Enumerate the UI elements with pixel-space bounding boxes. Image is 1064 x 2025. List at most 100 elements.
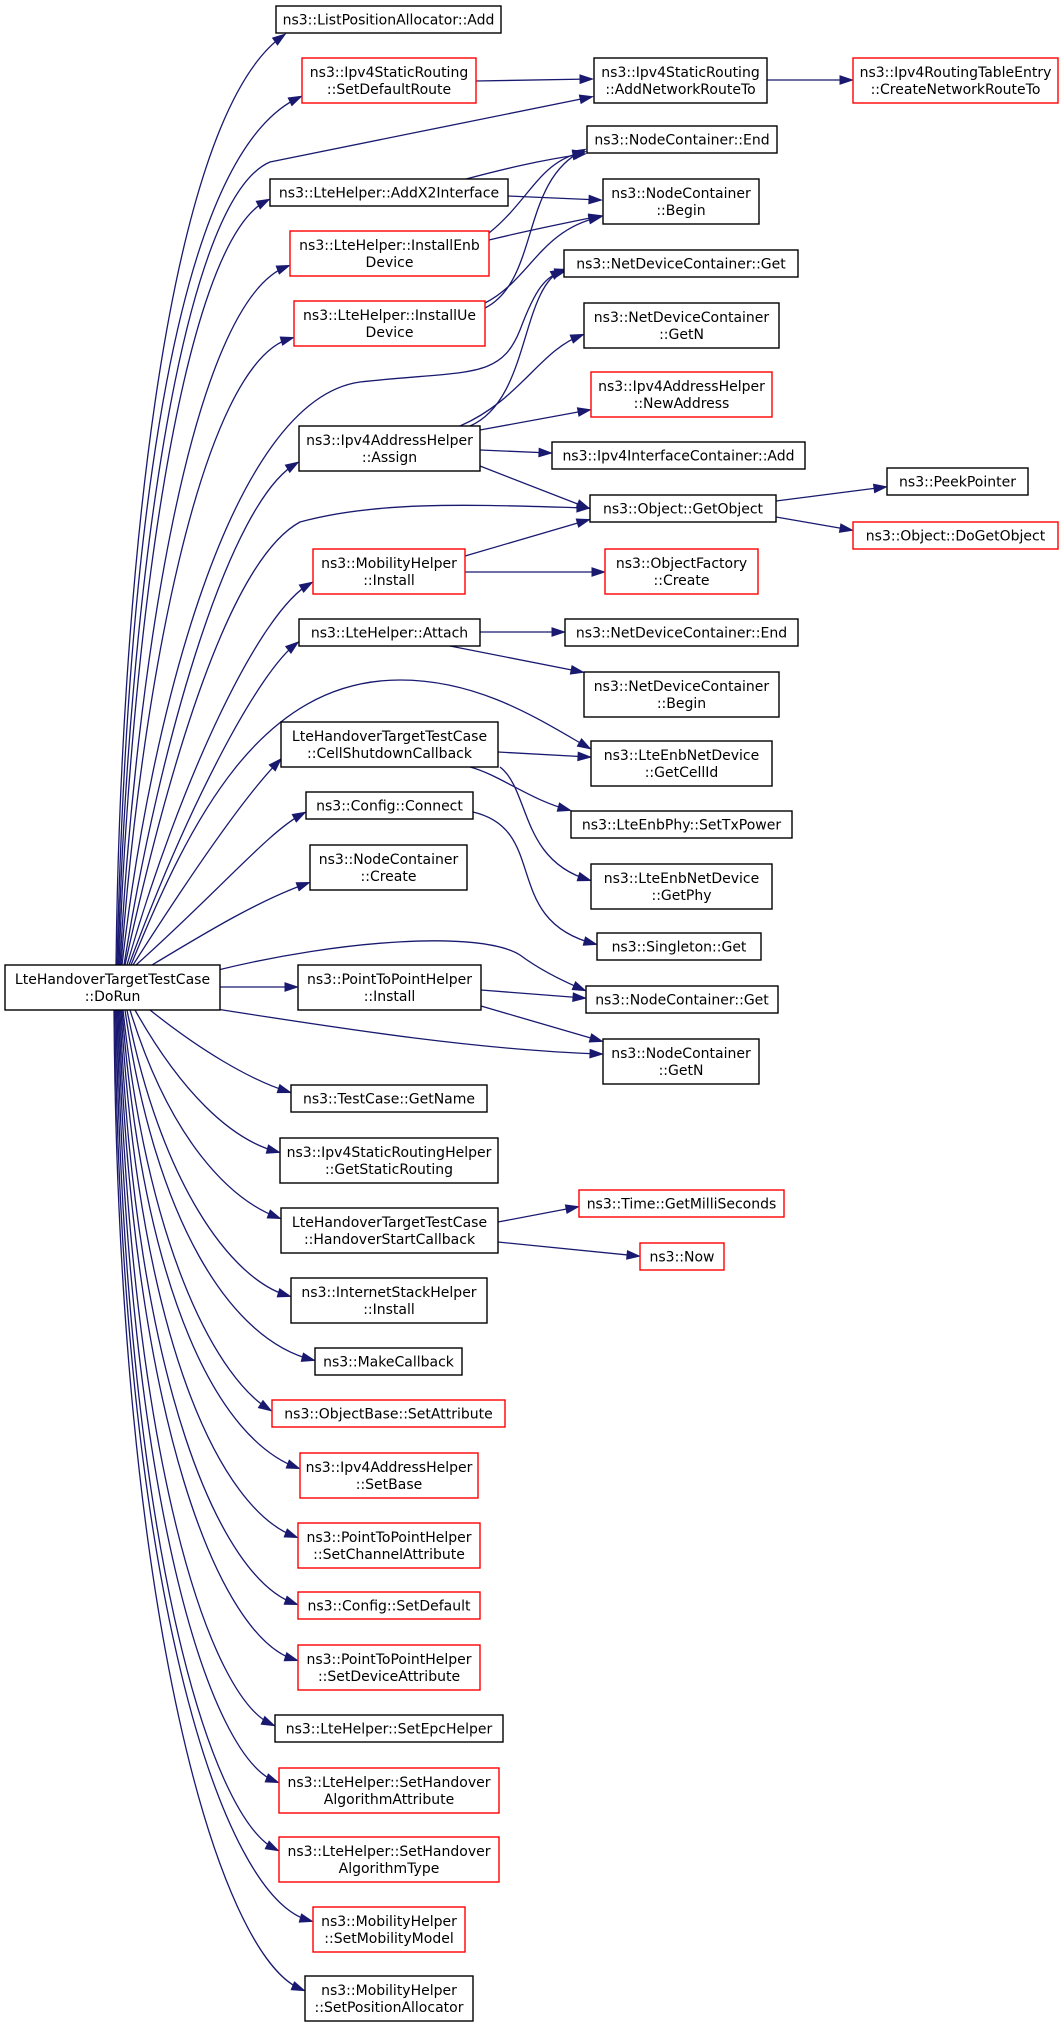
graph-node[interactable]: ns3::ObjectBase::SetAttribute: [271, 1399, 506, 1428]
node-label: ns3::NetDeviceContainer::Get: [576, 257, 786, 273]
node-label: ::Assign: [362, 450, 417, 466]
graph-node[interactable]: ns3::Singleton::Get: [596, 932, 762, 961]
graph-node[interactable]: ns3::MakeCallback: [314, 1347, 463, 1376]
arrowhead-n0-n49: [290, 1981, 306, 1992]
graph-node[interactable]: ns3::Ipv4AddressHelper::SetBase: [299, 1452, 479, 1499]
graph-node[interactable]: ns3::PointToPointHelper::SetDeviceAttrib…: [297, 1644, 481, 1691]
graph-node[interactable]: ns3::Config::Connect: [305, 791, 474, 820]
node-label: Device: [366, 325, 414, 341]
graph-node[interactable]: ns3::LteEnbNetDevice::GetCellId: [590, 740, 773, 787]
edge-n13-n14: [479, 449, 551, 454]
node-label: ::Install: [364, 989, 416, 1005]
arrowhead-n23-n27: [576, 871, 592, 882]
node-label: ns3::Config::Connect: [316, 799, 463, 815]
graph-node[interactable]: ns3::MobilityHelper::Install: [312, 548, 466, 595]
node-label: ns3::Ipv4StaticRouting: [601, 65, 759, 81]
graph-node[interactable]: ns3::PeekPointer: [886, 467, 1029, 496]
graph-node[interactable]: ns3::NetDeviceContainer::GetN: [583, 302, 780, 349]
graph-node[interactable]: ns3::Ipv4StaticRouting::SetDefaultRoute: [301, 57, 477, 104]
edge-n2-n3: [475, 78, 592, 82]
graph-node[interactable]: ns3::Ipv4AddressHelper::Assign: [298, 425, 481, 472]
graph-node[interactable]: ns3::LteHelper::Attach: [298, 618, 481, 647]
graph-node[interactable]: LteHandoverTargetTestCase::HandoverStart…: [280, 1207, 499, 1254]
node-label: ns3::MobilityHelper: [321, 1914, 457, 1930]
graph-node[interactable]: LteHandoverTargetTestCase::CellShutdownC…: [280, 721, 499, 768]
node-label: ns3::Ipv4StaticRoutingHelper: [287, 1145, 492, 1161]
arrowhead-n15-n16: [872, 483, 889, 494]
node-label: ns3::Singleton::Get: [612, 940, 747, 956]
graph-node[interactable]: ns3::PointToPointHelper::Install: [297, 964, 482, 1011]
graph-node[interactable]: ns3::LteEnbNetDevice::GetPhy: [590, 863, 773, 910]
node-label: ns3::LteEnbPhy::SetTxPower: [582, 818, 781, 834]
graph-node[interactable]: ns3::Ipv4StaticRouting::AddNetworkRouteT…: [593, 57, 768, 104]
graph-node[interactable]: ns3::NetDeviceContainer::End: [564, 618, 799, 647]
node-label: ns3::LteHelper::SetEpcHelper: [286, 1722, 493, 1738]
graph-node[interactable]: ns3::Object::GetObject: [589, 494, 777, 523]
graph-node[interactable]: ns3::Ipv4InterfaceContainer::Add: [551, 441, 806, 470]
arrowhead-n23-n24: [577, 751, 593, 762]
graph-node[interactable]: ns3::MobilityHelper::SetPositionAllocato…: [304, 1975, 474, 2022]
node-label: AlgorithmType: [339, 1861, 440, 1877]
edge-n0-n33: [149, 1009, 290, 1093]
edges-layer: [113, 33, 889, 1992]
node-label: LteHandoverTargetTestCase: [292, 729, 487, 745]
edge-n0-n40: [122, 1009, 271, 1411]
graph-node[interactable]: ns3::Time::GetMilliSeconds: [578, 1189, 785, 1218]
edge-n13-n10: [469, 269, 563, 427]
arrowhead-n0-n5: [255, 198, 271, 210]
graph-node[interactable]: ns3::ListPositionAllocator::Add: [275, 5, 502, 34]
edge-n13-n15: [479, 465, 589, 509]
node-box: [312, 548, 466, 595]
graph-node[interactable]: ns3::NodeContainer::Create: [309, 844, 468, 891]
graph-node[interactable]: ns3::Ipv4StaticRoutingHelper::GetStaticR…: [279, 1137, 499, 1184]
arrowhead-n13-n11: [569, 333, 585, 344]
graph-node[interactable]: ns3::NetDeviceContainer::Begin: [583, 671, 780, 718]
graph-node[interactable]: ns3::NetDeviceContainer::Get: [563, 249, 799, 278]
graph-node[interactable]: ns3::LteEnbPhy::SetTxPower: [570, 810, 793, 839]
arrowhead-n0-n28: [295, 881, 311, 892]
arrowhead-n0-n45: [260, 1715, 276, 1727]
graph-node[interactable]: ns3::InternetStackHelper::Install: [290, 1277, 488, 1324]
graph-node[interactable]: ns3::NodeContainer::Begin: [602, 178, 760, 225]
graph-node[interactable]: ns3::Ipv4RoutingTableEntry::CreateNetwor…: [852, 57, 1059, 104]
arrowhead-n35-n37: [626, 1249, 642, 1260]
arrowhead-n30-n32: [588, 1033, 604, 1043]
graph-node[interactable]: ns3::Now: [639, 1242, 725, 1271]
arrowhead-n20-n21: [551, 627, 567, 637]
arrowhead-n0-n2: [287, 95, 303, 107]
arrowhead-n0-n8: [275, 264, 291, 275]
node-label: ::Create: [654, 573, 710, 589]
node-box: [278, 1767, 500, 1814]
graph-node[interactable]: ns3::PointToPointHelper::SetChannelAttri…: [297, 1522, 481, 1569]
graph-node[interactable]: ns3::Object::DoGetObject: [852, 521, 1059, 550]
graph-node[interactable]: ns3::NodeContainer::End: [586, 125, 778, 154]
node-label: ::CellShutdownCallback: [307, 746, 473, 762]
graph-node[interactable]: ns3::NodeContainer::GetN: [602, 1038, 760, 1085]
edge-n0-n35: [129, 1009, 280, 1219]
graph-node[interactable]: ns3::NodeContainer::Get: [585, 985, 779, 1014]
node-label: ::Install: [363, 1302, 415, 1318]
arrowhead-n0-n18: [298, 581, 314, 594]
graph-node[interactable]: ns3::Ipv4AddressHelper::NewAddress: [590, 371, 773, 418]
arrowhead-n13-n10: [549, 268, 565, 280]
node-box: [304, 1975, 474, 2022]
graph-node[interactable]: ns3::LteHelper::AddX2Interface: [269, 178, 509, 207]
graph-node[interactable]: ns3::LteHelper::SetHandoverAlgorithmAttr…: [278, 1767, 500, 1814]
node-box: [593, 57, 768, 104]
arrowhead-n0-n42: [283, 1528, 299, 1539]
graph-node[interactable]: ns3::MobilityHelper::SetMobilityModel: [312, 1906, 466, 1953]
graph-node[interactable]: ns3::LteHelper::SetEpcHelper: [274, 1714, 504, 1743]
graph-node[interactable]: ns3::Config::SetDefault: [297, 1591, 481, 1620]
node-label: ns3::NodeContainer::Get: [595, 993, 769, 1009]
node-label: ns3::NodeContainer: [611, 1046, 751, 1062]
node-label: ns3::Ipv4RoutingTableEntry: [860, 65, 1052, 81]
graph-node[interactable]: ns3::ObjectFactory::Create: [604, 548, 759, 595]
node-box: [274, 1714, 504, 1743]
node-label: ns3::ObjectFactory: [616, 556, 747, 572]
graph-node[interactable]: ns3::TestCase::GetName: [290, 1084, 488, 1113]
node-label: Device: [366, 255, 414, 271]
